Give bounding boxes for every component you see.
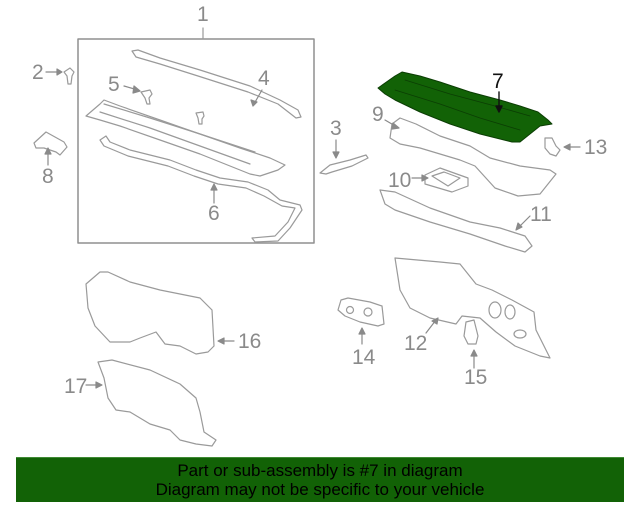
cowl-vent-panel bbox=[85, 99, 286, 177]
part-16 bbox=[85, 271, 215, 355]
callout-15[interactable]: 15 bbox=[464, 366, 488, 389]
callout-10[interactable]: 10 bbox=[388, 169, 412, 192]
parts-diagram: 1 2 3 4 5 6 7 8 9 10 11 12 13 14 15 16 1… bbox=[32, 3, 608, 447]
callout-12[interactable]: 12 bbox=[404, 332, 428, 355]
part-4-seal bbox=[131, 49, 302, 119]
banner-disclaimer: Diagram may not be specific to your vehi… bbox=[155, 480, 485, 499]
callout-13[interactable]: 13 bbox=[584, 136, 608, 159]
callout-9[interactable]: 9 bbox=[372, 103, 384, 126]
callout-16[interactable]: 16 bbox=[238, 330, 262, 353]
callout-4[interactable]: 4 bbox=[258, 67, 270, 90]
info-banner: Part or sub-assembly is #7 in diagram Di… bbox=[16, 457, 624, 502]
callout-17[interactable]: 17 bbox=[64, 375, 88, 398]
part-7-highlight bbox=[377, 71, 553, 143]
part-17 bbox=[97, 359, 217, 447]
assembly-box bbox=[77, 38, 315, 244]
callout-8[interactable]: 8 bbox=[42, 165, 54, 188]
callout-6[interactable]: 6 bbox=[208, 202, 220, 225]
part-15 bbox=[463, 319, 479, 345]
part-10 bbox=[424, 167, 469, 193]
part-8 bbox=[33, 131, 68, 156]
banner-part-note: Part or sub-assembly is #7 in diagram bbox=[177, 461, 463, 480]
part-6-hose bbox=[99, 135, 303, 243]
callout-3[interactable]: 3 bbox=[330, 117, 342, 140]
callout-1[interactable]: 1 bbox=[197, 3, 209, 26]
part-14 bbox=[337, 297, 385, 327]
part-11 bbox=[379, 189, 533, 253]
callout-11[interactable]: 11 bbox=[530, 203, 552, 226]
part-12 bbox=[394, 257, 551, 359]
callout-5[interactable]: 5 bbox=[108, 73, 120, 96]
part-13 bbox=[544, 137, 561, 157]
callout-2[interactable]: 2 bbox=[32, 61, 44, 84]
part-9 bbox=[389, 117, 557, 197]
callout-14[interactable]: 14 bbox=[352, 346, 376, 369]
part-3 bbox=[319, 154, 369, 175]
callout-7-selected[interactable]: 7 bbox=[492, 70, 504, 93]
